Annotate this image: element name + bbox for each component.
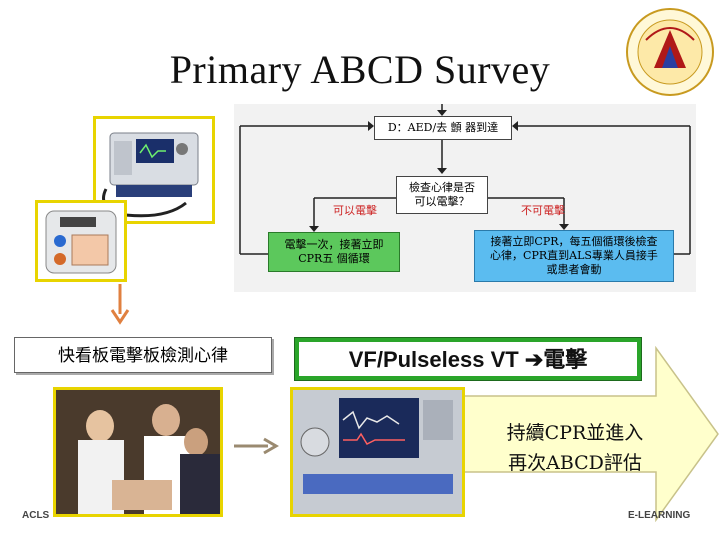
right-arrow-icon: ➔: [524, 347, 544, 372]
footer-left: ACLS: [22, 510, 50, 521]
callout-text: 持續CPR並進入 再次ABCD評估: [470, 418, 680, 478]
hospital-logo-icon: [626, 8, 714, 96]
shock-box: 電擊一次，接著立即 CPR五 個循環: [268, 232, 400, 272]
cpr-box: 接著立即CPR，每五個循環後檢查 心律，CPR直到ALS專業人員接手 或患者會動: [474, 230, 674, 282]
vf-label: VF/Pulseless VT ➔電擊: [299, 342, 637, 376]
right-small-arrow-icon: [234, 437, 279, 455]
shock-line2: CPR五 個循環: [298, 252, 370, 265]
d-box: D：AED/去 顫 器到達: [374, 116, 512, 140]
defib-screen-photo: [290, 387, 465, 517]
down-arrow-icon: [110, 284, 130, 325]
training-photo: [53, 387, 223, 517]
check-line1: 檢查心律是否: [409, 181, 475, 194]
d-box-label: D：AED/去 顫 器到達: [387, 121, 499, 134]
vf-text: VF/Pulseless VT: [348, 347, 519, 372]
vf-pulseless-box: VF/Pulseless VT ➔電擊: [294, 337, 642, 381]
callout-arrow-shape: [461, 346, 719, 522]
callout-line2: 再次ABCD評估: [508, 452, 642, 474]
shockable-label: 可以電擊: [333, 204, 377, 217]
check-line2: 可以電擊？: [414, 195, 470, 208]
footer-right: E-LEARNING: [628, 510, 691, 521]
cpr-line3: 或患者會動: [546, 263, 602, 276]
aed-photo: [35, 200, 127, 282]
vf-action: 電擊: [543, 347, 588, 372]
check-rhythm-box: 檢查心律是否 可以電擊？: [396, 176, 488, 214]
not-shockable-label: 不可電擊: [521, 204, 565, 217]
shock-line1: 電擊一次，接著立即: [284, 238, 384, 251]
cpr-line1: 接著立即CPR，每五個循環後檢查: [490, 235, 658, 248]
ecg-flowchart: D：AED/去 顫 器到達 檢查心律是否 可以電擊？ 可以電擊 不可電擊 電擊一…: [234, 104, 696, 292]
paddle-check-label: 快看板電擊板檢測心律: [14, 337, 272, 373]
callout-line1: 持續CPR並進入: [506, 422, 644, 444]
slide-title: Primary ABCD Survey: [169, 47, 551, 92]
cpr-line2: 心律，CPR直到ALS專業人員接手: [490, 249, 658, 262]
